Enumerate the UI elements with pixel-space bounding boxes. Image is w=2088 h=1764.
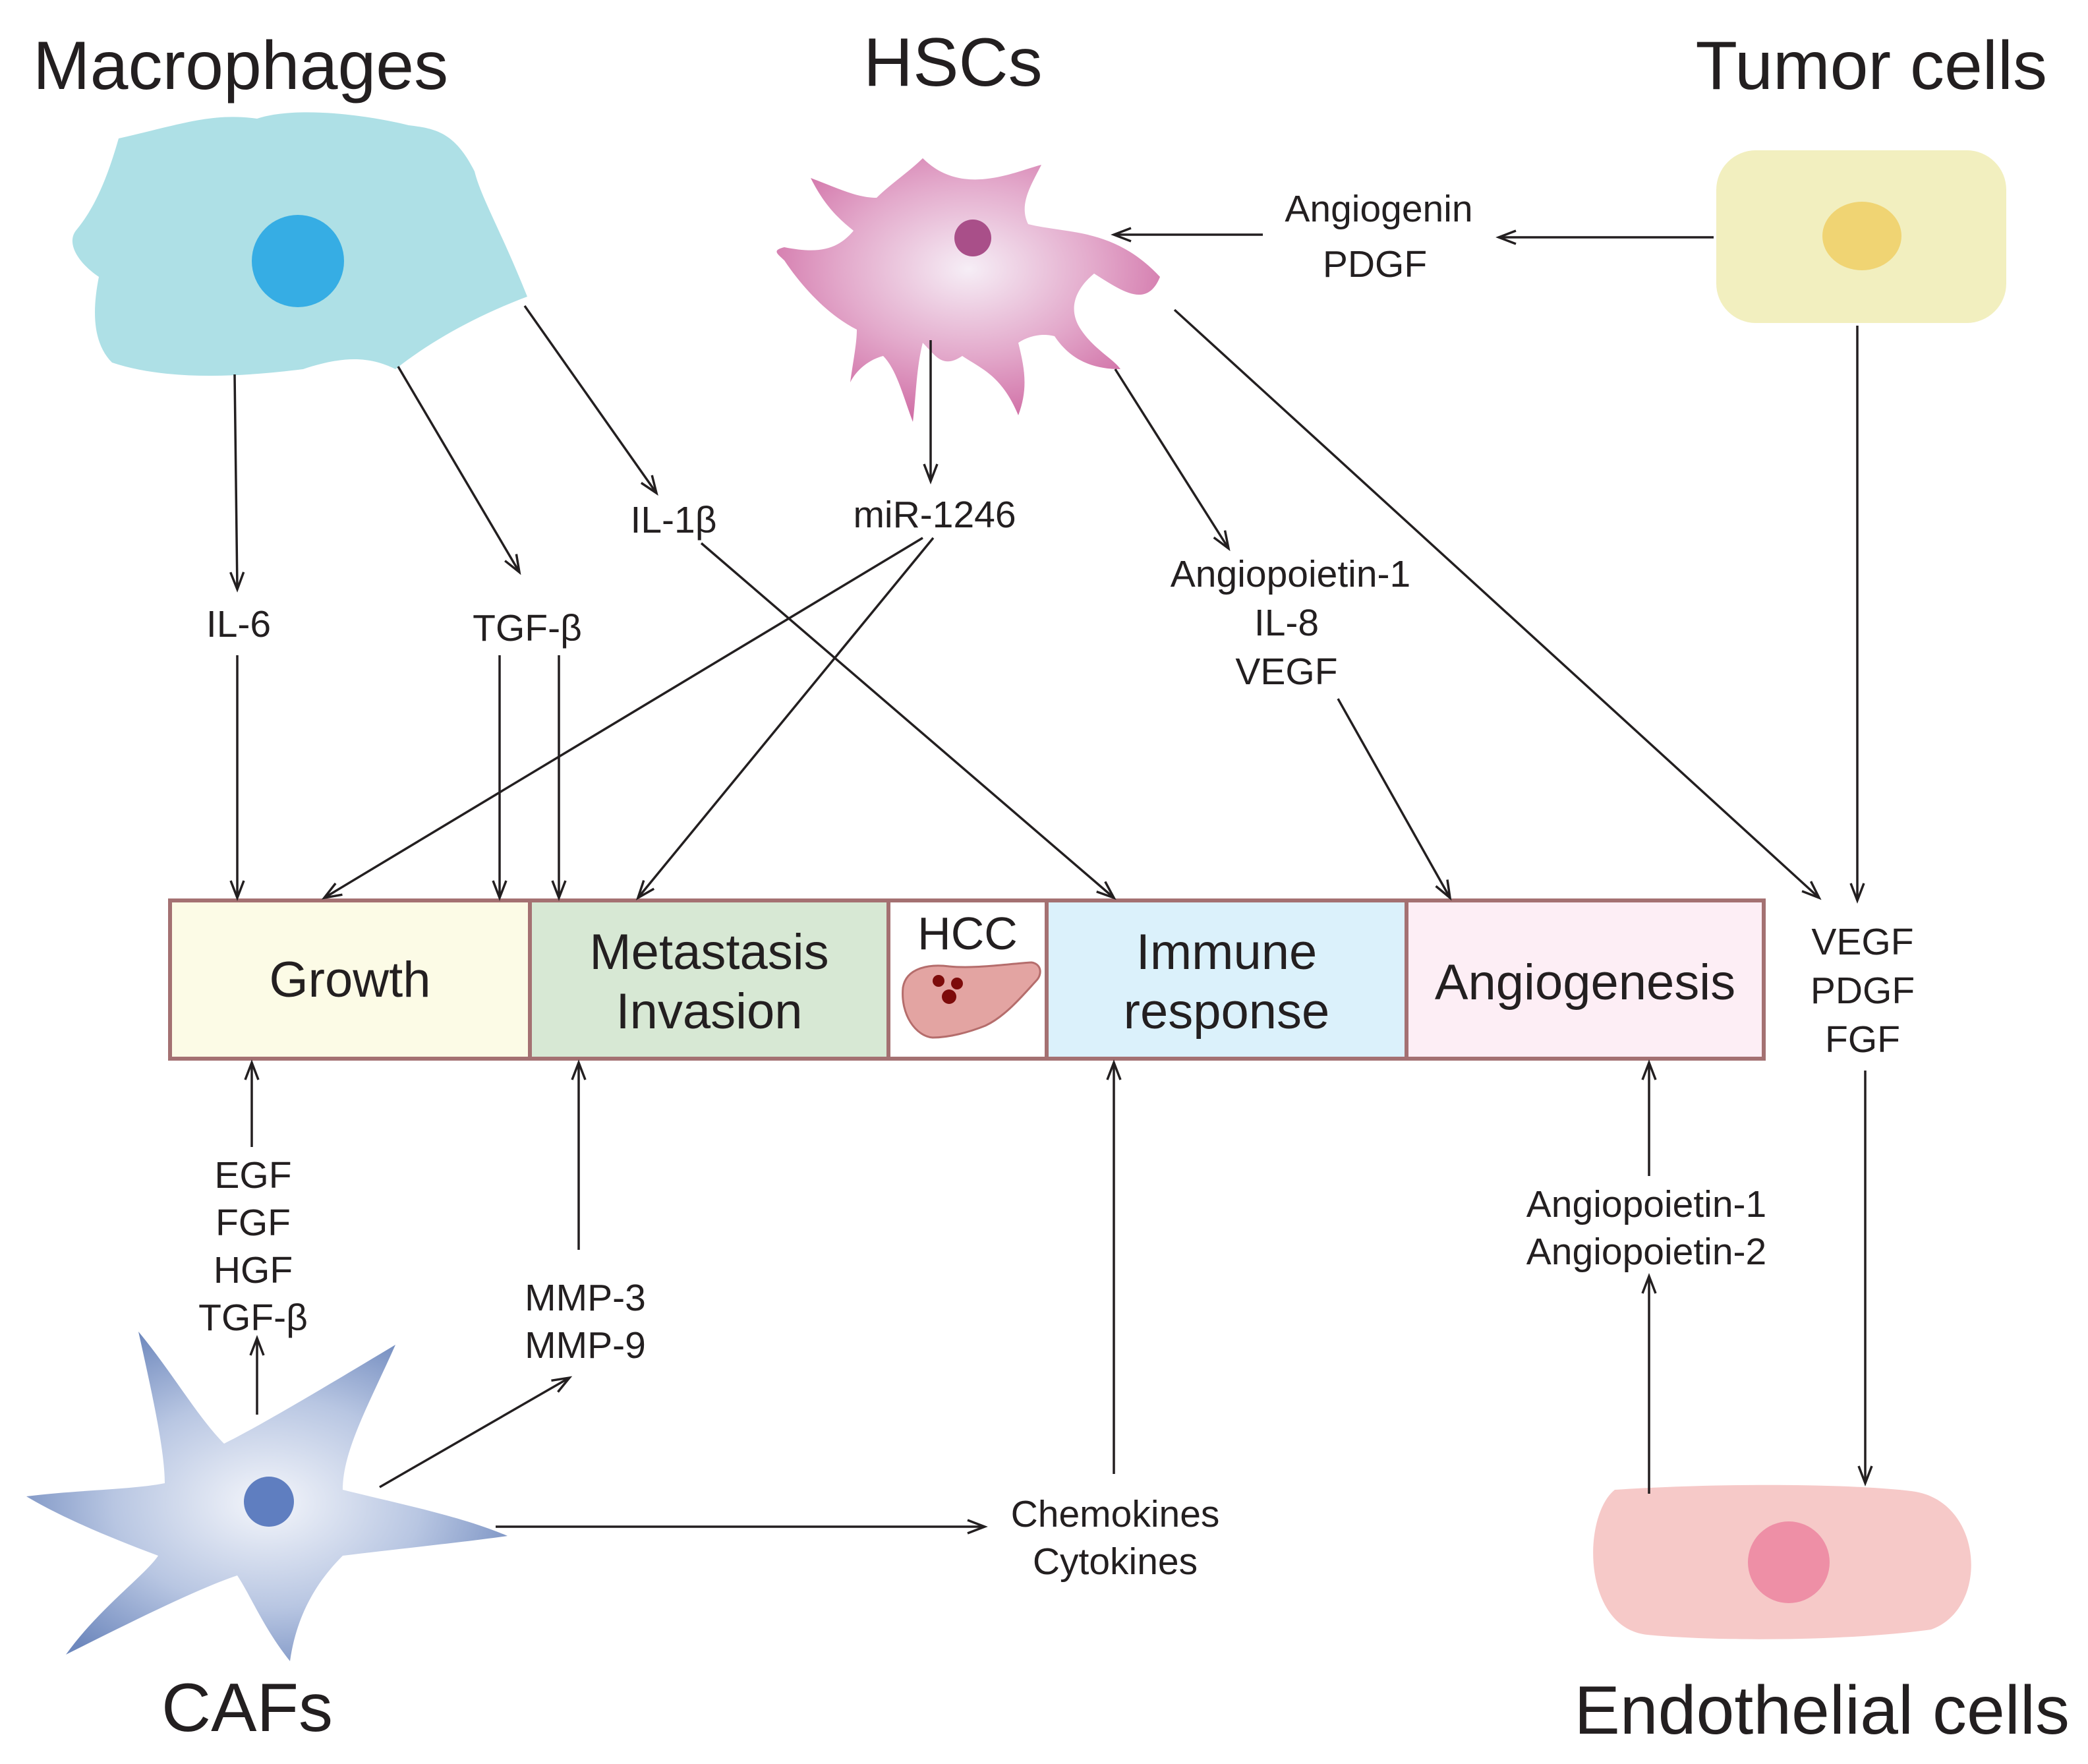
arrow-mir-growth: [321, 537, 923, 900]
cafs-title: CAFs: [161, 1670, 333, 1746]
signal-hsc-il8: IL-8: [1254, 602, 1319, 644]
growth-box: [168, 898, 532, 1061]
signal-endo-angiopoietin2: Angiopoietin-2: [1526, 1231, 1766, 1273]
growth-label: Growth: [270, 952, 431, 1008]
signal-il1b: IL-1β: [630, 499, 716, 541]
process-bar: Growth Metastasis Invasion HCC Immune re…: [168, 898, 1766, 1061]
endothelial-cell: [1593, 1485, 1971, 1639]
arrow-hscfactors-angiogenesis: [1337, 698, 1452, 901]
signal-caf-hgf: HGF: [214, 1249, 293, 1291]
signal-hsc-vegf: VEGF: [1235, 651, 1337, 693]
tumor-cell: [1716, 150, 2006, 323]
arrow-hsc-angiopoietin: [1114, 368, 1231, 552]
arrow-mac-il1b: [523, 305, 658, 496]
angiogenesis-label: Angiogenesis: [1435, 955, 1735, 1011]
tumor-cells-title: Tumor cells: [1695, 28, 2047, 104]
liver-icon: [902, 961, 1041, 1039]
signal-mmp3: MMP-3: [525, 1277, 646, 1319]
signal-il6: IL-6: [206, 603, 271, 645]
signal-tumor-pdgf: PDGF: [1323, 243, 1427, 285]
hscs-title: HSCs: [863, 24, 1043, 101]
signal-mir1246: miR-1246: [853, 494, 1016, 536]
angiogenesis-box: [1405, 898, 1766, 1061]
signal-cytokines: Cytokines: [1033, 1541, 1198, 1583]
signal-tumor-vegf: VEGF: [1811, 921, 1913, 963]
arrow-hsc-vegf: [1173, 309, 1822, 900]
signal-angiogenin: Angiogenin: [1285, 188, 1472, 230]
signal-tumor-fgf: FGF: [1825, 1018, 1900, 1061]
signal-chemokines: Chemokines: [1011, 1493, 1220, 1535]
signal-caf-tgfb: TGF-β: [198, 1297, 308, 1339]
macrophages-title: Macrophages: [33, 28, 448, 104]
signal-hsc-angiopoietin1: Angiopoietin-1: [1171, 553, 1410, 595]
signal-tgfb-macrophage: TGF-β: [473, 607, 582, 649]
macrophage-nucleus: [252, 215, 344, 307]
signal-caf-fgf: FGF: [216, 1202, 291, 1244]
signal-mmp9: MMP-9: [525, 1324, 646, 1367]
signal-endo-angiopoietin1: Angiopoietin-1: [1526, 1183, 1766, 1225]
arrows: [229, 227, 1873, 1535]
arrow-caf-mmp: [379, 1376, 573, 1488]
signal-caf-egf: EGF: [214, 1154, 291, 1196]
hcc-label: HCC: [917, 908, 1018, 959]
hsc-cell: [776, 158, 1160, 422]
immune-label-line2: response: [1124, 984, 1330, 1040]
immune-label-line1: Immune: [1136, 924, 1318, 980]
arrow-mac-tgfb: [397, 366, 521, 575]
macrophage-cell: [72, 112, 528, 376]
hsc-nucleus: [954, 220, 991, 256]
caf-nucleus: [244, 1477, 294, 1527]
metastasis-label-line1: Metastasis: [589, 924, 828, 980]
arrow-mac-il6: [229, 374, 245, 593]
metastasis-label-line2: Invasion: [616, 984, 802, 1040]
arrow-mir-metastasis: [635, 537, 935, 900]
hsc-body: [776, 158, 1160, 422]
tumor-nucleus: [1822, 202, 1901, 270]
arrow-il1b-immune: [700, 542, 1116, 900]
signal-tumor-pdgf2: PDGF: [1811, 970, 1915, 1012]
immune-box: [1045, 898, 1408, 1061]
endothelial-cells-title: Endothelial cells: [1574, 1672, 2070, 1749]
endothelial-nucleus: [1748, 1521, 1830, 1603]
caf-cell: [26, 1332, 508, 1661]
